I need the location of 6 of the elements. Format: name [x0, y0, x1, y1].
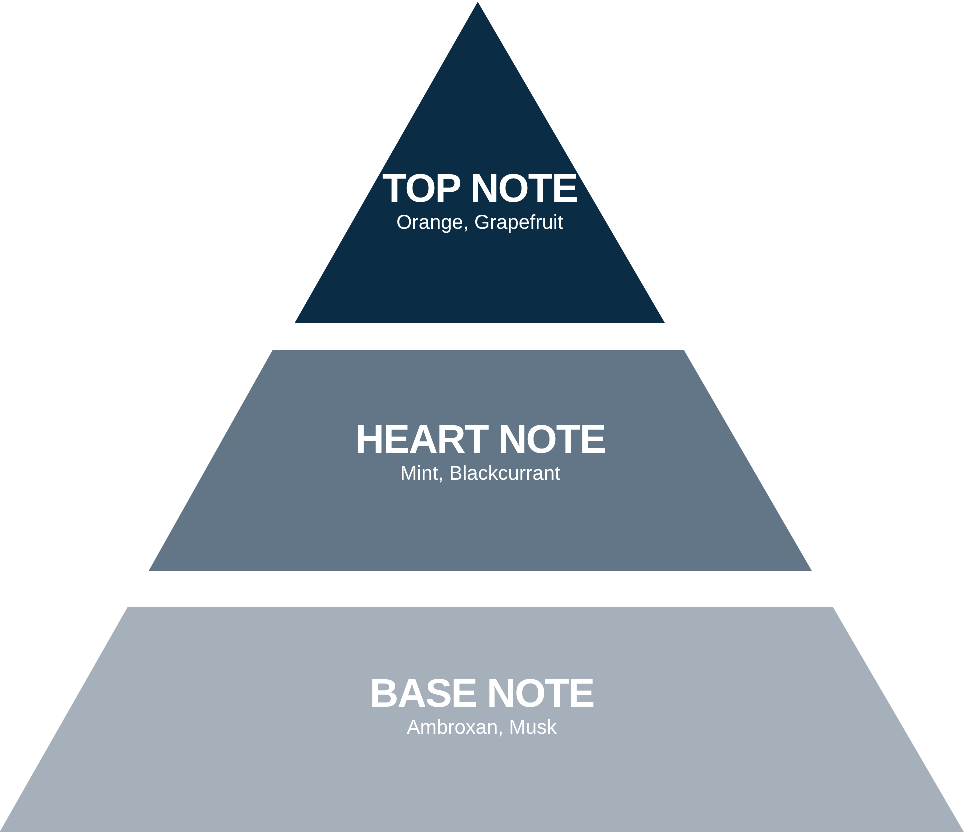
tier-heading: HEART NOTE	[356, 418, 606, 462]
tier-notes: Mint, Blackcurrant	[400, 462, 561, 486]
tier-notes: Orange, Grapefruit	[396, 211, 564, 235]
tier-notes: Ambroxan, Musk	[406, 716, 558, 740]
tier-heading: TOP NOTE	[382, 167, 578, 211]
tier-heading: BASE NOTE	[370, 672, 594, 716]
